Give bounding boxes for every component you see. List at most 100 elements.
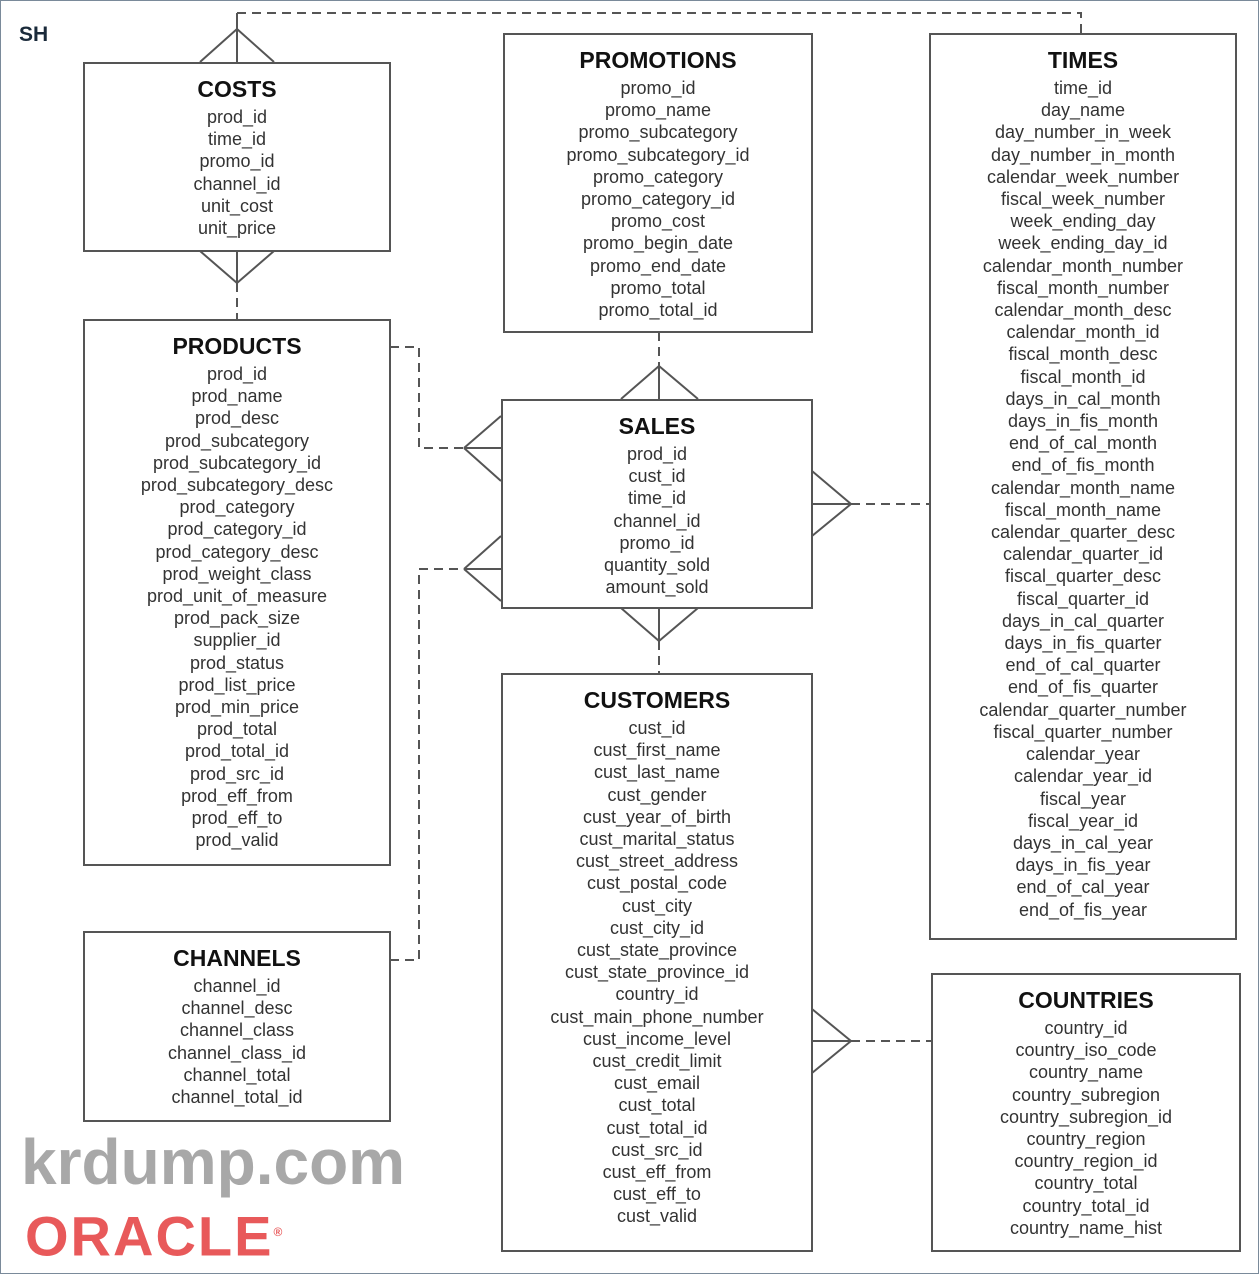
field-item: end_of_fis_year — [1018, 899, 1148, 920]
field-item: day_name — [1040, 100, 1126, 121]
field-item: fiscal_month_number — [996, 277, 1170, 298]
entity-title: CUSTOMERS — [583, 687, 731, 713]
field-item: country_total_id — [1022, 1195, 1150, 1216]
field-item: days_in_fis_year — [1015, 855, 1151, 876]
field-item: promo_total_id — [598, 300, 718, 321]
field-item: days_in_cal_year — [1012, 832, 1154, 853]
field-item: cust_src_id — [611, 1139, 703, 1160]
field-item: end_of_cal_year — [1016, 877, 1150, 898]
field-item: end_of_cal_month — [1008, 433, 1158, 454]
field-item: fiscal_week_number — [1000, 189, 1166, 210]
field-item: channel_total — [183, 1064, 291, 1085]
field-item: fiscal_month_desc — [1008, 344, 1158, 365]
field-item: prod_list_price — [178, 674, 296, 695]
field-item: cust_year_of_birth — [582, 806, 732, 827]
oracle-logo: ORACLE® — [25, 1201, 284, 1268]
crows-foot-sales-right — [811, 470, 852, 537]
crows-foot-customers-right — [811, 1008, 852, 1074]
crows-foot-costs-top — [199, 13, 275, 63]
field-item: time_id — [207, 129, 267, 150]
field-item: calendar_month_id — [1006, 322, 1160, 343]
field-item: prod_id — [206, 364, 268, 384]
oracle-logo-text: ORACLE — [25, 1204, 274, 1268]
field-item: end_of_fis_quarter — [1007, 677, 1159, 698]
field-item: day_number_in_week — [994, 122, 1172, 143]
field-item: time_id — [627, 488, 687, 509]
field-item: prod_min_price — [174, 697, 300, 718]
entity-title: TIMES — [1047, 47, 1119, 73]
field-item: calendar_year_id — [1013, 766, 1153, 787]
field-item: cust_email — [613, 1073, 701, 1094]
field-item: week_ending_day — [1010, 211, 1156, 232]
field-item: prod_desc — [194, 408, 280, 429]
field-item: country_name — [1028, 1062, 1144, 1083]
field-item: country_region — [1026, 1129, 1146, 1150]
field-item: country_total — [1034, 1173, 1138, 1194]
entity-title: SALES — [618, 413, 696, 439]
field-item: prod_status — [189, 652, 285, 673]
field-item: end_of_cal_quarter — [1005, 655, 1161, 676]
field-item: calendar_year — [1025, 744, 1141, 765]
field-item: fiscal_year_id — [1027, 810, 1139, 831]
field-item: prod_id — [626, 444, 688, 464]
field-item: cust_postal_code — [586, 873, 728, 894]
field-item: channel_id — [193, 976, 281, 996]
field-item: prod_eff_to — [191, 808, 283, 829]
entity-title: PROMOTIONS — [579, 47, 737, 73]
field-item: calendar_month_number — [982, 255, 1184, 276]
field-item: prod_subcategory — [164, 430, 310, 451]
field-item: cust_state_province_id — [564, 962, 750, 983]
field-item: cust_street_address — [575, 851, 739, 872]
crows-foot-costs-bottom — [199, 250, 275, 284]
field-item: country_id — [1044, 1018, 1128, 1038]
times-costs-link — [237, 12, 1082, 33]
field-item: cust_first_name — [593, 740, 721, 761]
field-item: cust_main_phone_number — [550, 1006, 764, 1027]
field-item: channel_desc — [181, 998, 293, 1019]
field-item: fiscal_quarter_number — [993, 721, 1173, 742]
crows-foot-sales-left-upper — [463, 415, 502, 482]
field-item: country_name_hist — [1009, 1217, 1163, 1238]
field-item: cust_last_name — [593, 762, 721, 783]
field-item: calendar_quarter_id — [1002, 544, 1164, 565]
field-item: days_in_fis_quarter — [1004, 633, 1162, 654]
entity-title: COSTS — [197, 76, 277, 102]
field-item: fiscal_year — [1039, 788, 1127, 809]
field-item: promo_category — [592, 166, 724, 187]
field-item: cust_income_level — [582, 1028, 732, 1049]
field-item: channel_class_id — [167, 1042, 307, 1063]
field-item: unit_cost — [200, 195, 274, 216]
field-item: supplier_id — [193, 630, 281, 651]
field-item: calendar_quarter_number — [979, 699, 1187, 720]
field-item: day_number_in_month — [990, 144, 1176, 165]
field-item: prod_category_id — [167, 519, 307, 540]
field-item: days_in_cal_quarter — [1001, 610, 1165, 631]
field-item: channel_id — [613, 510, 701, 531]
field-item: cust_eff_to — [613, 1184, 701, 1205]
field-item: promo_id — [199, 151, 275, 172]
field-item: promo_end_date — [589, 255, 727, 276]
field-item: cust_marital_status — [579, 829, 735, 850]
registered-mark-icon: ® — [273, 1225, 285, 1239]
entity-title: COUNTRIES — [1018, 987, 1154, 1013]
field-item: promo_category_id — [580, 189, 736, 210]
field-item: days_in_cal_month — [1005, 388, 1161, 409]
field-item: cust_total_id — [606, 1117, 708, 1138]
field-item: country_subregion_id — [999, 1106, 1173, 1127]
field-item: channel_id — [193, 173, 281, 194]
field-item: promo_begin_date — [582, 233, 734, 254]
field-item: fiscal_quarter_id — [1016, 588, 1150, 609]
